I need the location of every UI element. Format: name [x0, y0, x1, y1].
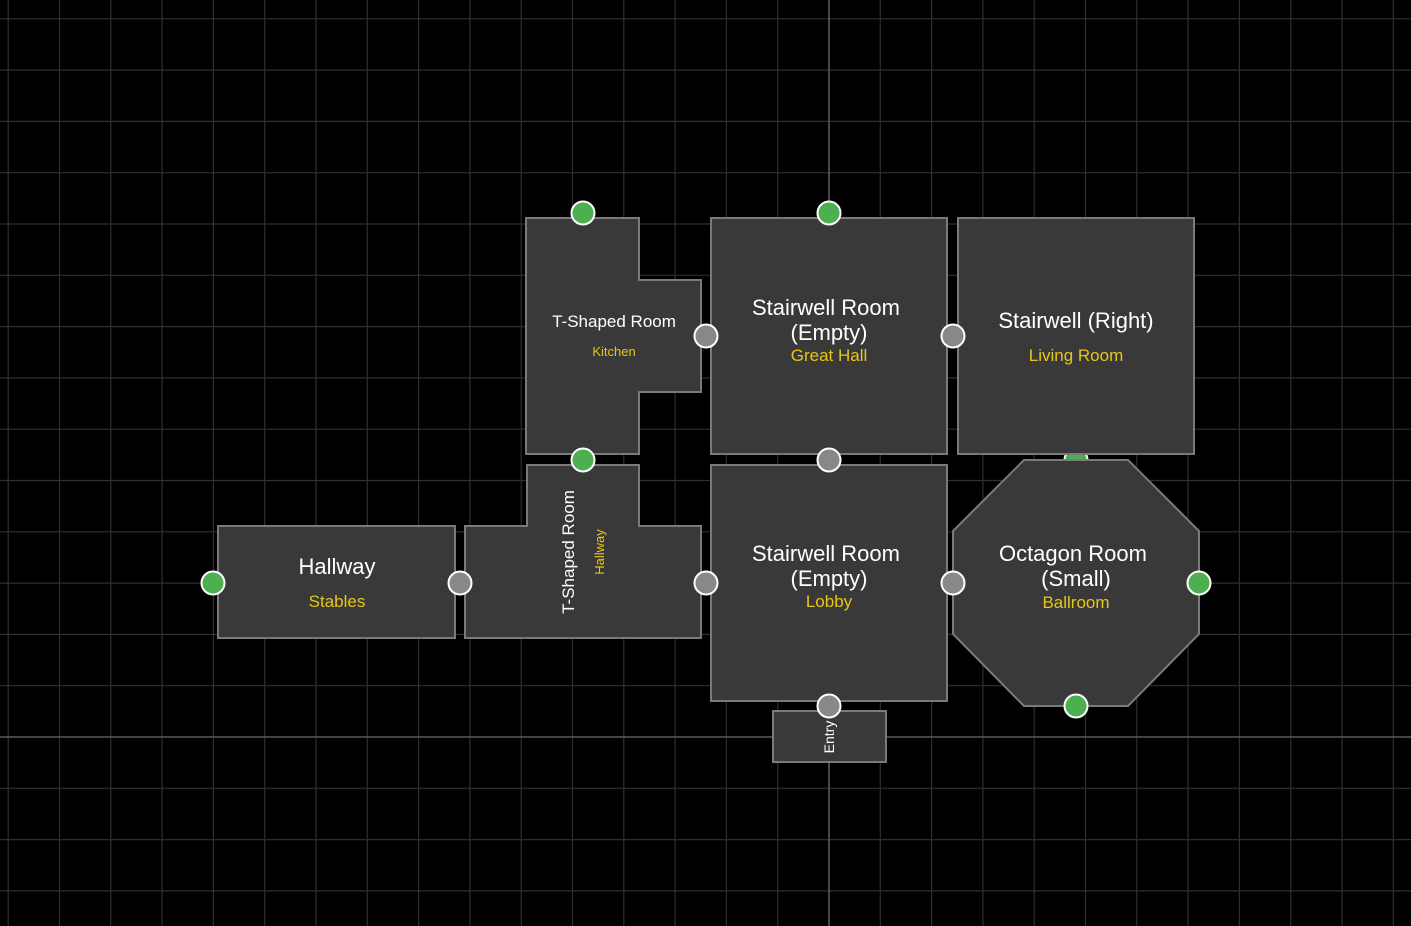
- room-great-hall-shape: [710, 217, 948, 455]
- connector-stables-left[interactable]: [200, 570, 226, 596]
- room-lobby-label: Lobby: [806, 592, 853, 611]
- connector-ballroom-right[interactable]: [1186, 570, 1212, 596]
- room-great-hall[interactable]: Stairwell Room (Empty) Great Hall: [710, 217, 948, 455]
- room-stables-shape: [217, 525, 456, 639]
- connector-ballroom-bottom[interactable]: [1063, 693, 1089, 719]
- room-lobby-name-line2: (Empty): [791, 566, 868, 591]
- room-entry[interactable]: Entry: [772, 710, 887, 763]
- room-great-hall-name: Stairwell Room (Empty): [752, 295, 906, 345]
- room-great-hall-label: Great Hall: [791, 346, 868, 365]
- room-ballroom-label: Ballroom: [1042, 593, 1109, 612]
- room-entry-name: Entry: [821, 721, 837, 754]
- room-hallway-shape: [464, 464, 702, 639]
- room-ballroom-name: Octagon Room (Small): [999, 541, 1153, 591]
- room-hallway[interactable]: T-Shaped Room Hallway: [464, 464, 702, 639]
- room-ballroom-shape: [952, 459, 1200, 707]
- room-great-hall-name-line2: (Empty): [791, 320, 868, 345]
- room-kitchen-name: T-Shaped Room: [552, 312, 676, 331]
- room-hallway-label: Hallway: [592, 529, 607, 575]
- connectors: [200, 200, 1212, 719]
- room-kitchen-shape: [525, 217, 702, 455]
- connector-great-hall-right[interactable]: [940, 323, 966, 349]
- connector-lobby-bottom[interactable]: [816, 693, 842, 719]
- room-stables[interactable]: Hallway Stables: [217, 525, 456, 639]
- room-lobby-name-line1: Stairwell Room: [752, 541, 900, 566]
- connector-kitchen-right[interactable]: [693, 323, 719, 349]
- room-ballroom-name-line1: Octagon Room: [999, 541, 1147, 566]
- room-great-hall-name-line1: Stairwell Room: [752, 295, 900, 320]
- connector-great-hall-bottom[interactable]: [816, 447, 842, 473]
- connector-great-hall-top[interactable]: [816, 200, 842, 226]
- room-stables-label: Stables: [309, 592, 366, 611]
- connector-stables-right[interactable]: [447, 570, 473, 596]
- connector-hallway-right[interactable]: [693, 570, 719, 596]
- room-ballroom[interactable]: Octagon Room (Small) Ballroom: [952, 459, 1200, 707]
- room-kitchen-label: Kitchen: [592, 344, 635, 359]
- room-ballroom-name-line2: (Small): [1041, 566, 1111, 591]
- room-living-room-name: Stairwell (Right): [998, 308, 1153, 333]
- room-living-room[interactable]: Stairwell (Right) Living Room: [957, 217, 1195, 455]
- connector-kitchen-top[interactable]: [570, 200, 596, 226]
- room-lobby[interactable]: Stairwell Room (Empty) Lobby: [710, 464, 948, 702]
- connector-lobby-right[interactable]: [940, 570, 966, 596]
- room-hallway-name: T-Shaped Room: [559, 490, 578, 614]
- connector-kitchen-bottom[interactable]: [570, 447, 596, 473]
- room-kitchen[interactable]: T-Shaped Room Kitchen: [525, 217, 702, 455]
- room-stables-name: Hallway: [298, 554, 375, 579]
- room-living-room-label: Living Room: [1029, 346, 1124, 365]
- room-living-room-shape: [957, 217, 1195, 455]
- room-lobby-name: Stairwell Room (Empty): [752, 541, 906, 591]
